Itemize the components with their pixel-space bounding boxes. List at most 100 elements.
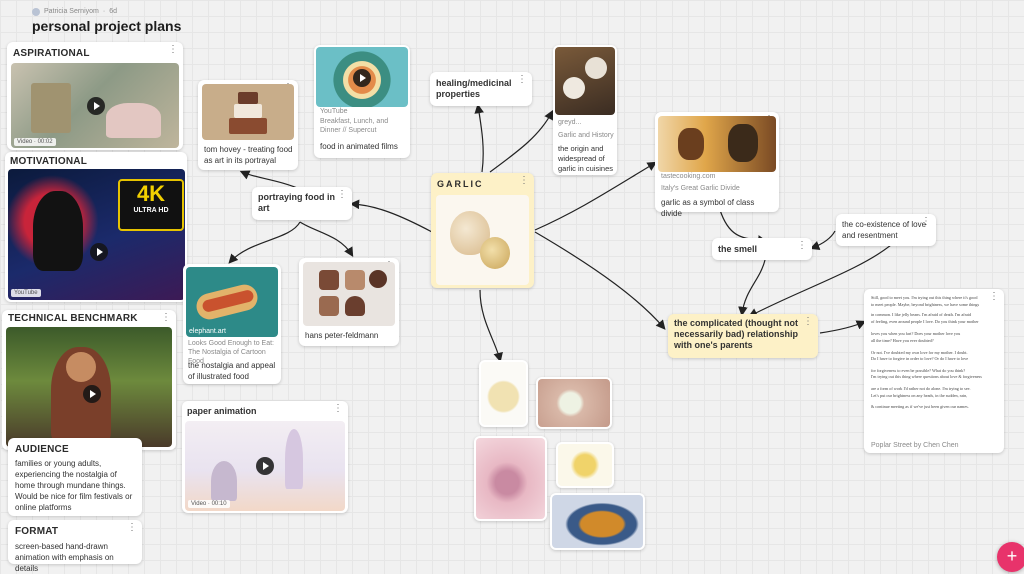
note-text: healing/medicinal properties <box>436 78 512 99</box>
card-format[interactable]: FORMAT ⋮ screen-based hand-drawn animati… <box>8 520 142 573</box>
card-title: AUDIENCE <box>15 444 69 455</box>
poem-line: all the time? Have you ever doubted? <box>871 337 934 343</box>
note-text: the nostalgia and appeal of illustrated … <box>188 361 276 381</box>
note-text: portraying food in art <box>258 192 335 213</box>
add-content-button[interactable]: + <box>997 542 1024 572</box>
garlic-illustration[interactable] <box>436 195 529 285</box>
video-duration: Video · 00:10 <box>188 500 230 508</box>
format-text: screen-based hand-drawn animation with e… <box>15 542 114 573</box>
poem-line: of feeling, even around people I love. D… <box>871 318 979 324</box>
source-label: YouTube <box>320 108 348 115</box>
card-title: MOTIVATIONAL <box>10 156 88 167</box>
ramen-video-thumbnail[interactable] <box>316 47 408 107</box>
note-text: tom hovey - treating food as art in its … <box>204 145 293 165</box>
photo-fried-garlic[interactable] <box>550 493 645 550</box>
photo-pink-garlic[interactable] <box>474 436 547 521</box>
photo-garlic-cloves[interactable] <box>556 442 614 488</box>
poem-line: are a form of work I'd rather not do alo… <box>871 385 971 391</box>
poem-text: Still, good to meet you. I'm trying out … <box>871 295 999 411</box>
note-text: food in animated films <box>320 142 398 151</box>
paper-animation-video-thumbnail[interactable]: Video · 00:10 <box>185 421 345 511</box>
card-poem-poplar-street[interactable]: ⋮ Still, good to meet you. I'm trying ou… <box>864 289 1004 453</box>
link-title: Garlic and History <box>558 132 614 139</box>
fried-garlic-image[interactable] <box>552 495 643 548</box>
card-technical-benchmark[interactable]: TECHNICAL BENCHMARK ⋮ <box>2 310 176 450</box>
play-icon[interactable] <box>256 457 274 475</box>
more-options-icon[interactable]: ⋮ <box>921 216 931 227</box>
card-audience[interactable]: AUDIENCE families or young adults, exper… <box>8 438 142 516</box>
card-food-in-animated-films[interactable]: ⋮ YouTube Breakfast, Lunch, and Dinner /… <box>314 45 410 158</box>
link-title: Looks Good Enough to Eat: The Nostalgia … <box>188 340 275 365</box>
link-title: Italy's Great Garlic Divide <box>661 185 740 192</box>
card-title: TECHNICAL BENCHMARK <box>8 313 138 324</box>
note-complicated-relationship[interactable]: ⋮ the complicated (thought not necessari… <box>668 314 818 358</box>
ultra-hd-label: ULTRA HD <box>133 207 169 214</box>
video-duration: Video · 00:02 <box>14 138 56 146</box>
avatar[interactable] <box>32 7 40 16</box>
more-options-icon[interactable]: ⋮ <box>333 403 343 414</box>
play-icon[interactable] <box>90 243 108 261</box>
more-options-icon[interactable]: ⋮ <box>337 189 347 200</box>
card-tom-hovey[interactable]: ⋮ tom hovey - treating food as art in it… <box>198 80 298 170</box>
cartoon-hotdog-image[interactable] <box>186 267 278 337</box>
board-title[interactable]: personal project plans <box>32 18 182 34</box>
more-options-icon[interactable]: ⋮ <box>127 522 137 533</box>
center-title: GARLIC <box>437 179 484 189</box>
garlic-photo[interactable] <box>555 47 615 115</box>
more-options-icon[interactable]: ⋮ <box>517 74 527 85</box>
link-title: Breakfast, Lunch, and Dinner // Supercut <box>320 118 389 134</box>
poem-line: Still, good to meet you. I'm trying out … <box>871 295 978 300</box>
author-name[interactable]: Patricia Serniyom <box>44 8 99 15</box>
note-text: the complicated (thought not necessarily… <box>674 318 799 350</box>
note-coexistence[interactable]: ⋮ the co-existence of love and resentmen… <box>836 214 936 246</box>
source-label: YouTube <box>11 289 41 297</box>
play-icon[interactable] <box>87 97 105 115</box>
more-options-icon[interactable]: ⋮ <box>519 175 529 186</box>
card-aspirational[interactable]: ASPIRATIONAL ⋮ Video · 00:02 <box>7 42 183 150</box>
cake-painting-image[interactable] <box>202 84 294 140</box>
more-options-icon[interactable]: ⋮ <box>803 316 813 327</box>
more-options-icon[interactable]: ⋮ <box>797 240 807 251</box>
chopped-garlic-image[interactable] <box>481 362 526 425</box>
poem-line: Do I have to forgive in order to love? O… <box>871 356 969 362</box>
class-divide-illustration[interactable] <box>658 116 776 172</box>
poem-line: to meet people. Maybe, beyond brightness… <box>871 301 980 307</box>
board-age: 6d <box>109 8 117 15</box>
poem-line: Or not. I've doubted my own love for my … <box>871 349 968 355</box>
photo-chopped-garlic[interactable] <box>479 360 528 427</box>
play-icon[interactable] <box>83 385 101 403</box>
card-nostalgia-cartoon-food[interactable]: ⋮ elephant.art Looks Good Enough to Eat:… <box>183 264 281 384</box>
photo-minced-garlic[interactable] <box>536 377 612 429</box>
poem-line: & continue meeting as if we've just been… <box>871 404 969 410</box>
note-portraying-food-in-art[interactable]: ⋮ portraying food in art <box>252 187 352 220</box>
card-motivational[interactable]: MOTIVATIONAL 4K ULTRA HD YouTube <box>5 152 187 302</box>
note-text: garlic as a symbol of class divide <box>661 198 755 218</box>
card-garlic-and-history[interactable]: ⋮ greyd... Garlic and History the origin… <box>553 45 617 175</box>
minced-garlic-image[interactable] <box>538 379 610 427</box>
poem-line: I'm trying out this thing where question… <box>871 374 982 380</box>
source-label: elephant.art <box>189 328 226 335</box>
garlic-center-note[interactable]: GARLIC ⋮ <box>431 173 534 288</box>
aspirational-video-thumbnail[interactable]: Video · 00:02 <box>11 63 179 148</box>
bread-artwork-image[interactable] <box>303 262 395 326</box>
more-options-icon[interactable]: ⋮ <box>168 44 178 55</box>
technical-benchmark-thumbnail[interactable] <box>6 327 172 447</box>
motivational-video-thumbnail[interactable]: 4K ULTRA HD YouTube <box>8 169 185 300</box>
card-title: FORMAT <box>15 526 59 537</box>
note-text: the origin and widespread of garlic in c… <box>558 144 614 173</box>
note-text: the co-existence of love and resentment <box>842 220 927 240</box>
note-healing-properties[interactable]: ⋮ healing/medicinal properties <box>430 72 532 106</box>
poem-line: for forgiveness to even be possible? Wha… <box>871 367 966 373</box>
board-meta: Patricia Serniyom · 6d <box>32 7 117 16</box>
card-paper-animation[interactable]: ⋮ paper animation Video · 00:10 <box>182 401 348 513</box>
pink-garlic-image[interactable] <box>476 438 545 519</box>
card-italys-garlic-divide[interactable]: ⋮ tastecooking.com Italy's Great Garlic … <box>655 112 779 218</box>
poem-line: loves you when you fart? Does your mothe… <box>871 331 961 337</box>
more-options-icon[interactable]: ⋮ <box>161 312 171 323</box>
note-the-smell[interactable]: ⋮ the smell <box>712 238 812 260</box>
card-hans-peter-feldmann[interactable]: ⋮ hans peter-feldmann <box>299 258 399 346</box>
play-icon[interactable] <box>353 69 371 87</box>
more-options-icon[interactable]: ⋮ <box>989 291 999 302</box>
garlic-cloves-image[interactable] <box>558 444 612 486</box>
poem-caption: Poplar Street by Chen Chen <box>871 442 959 449</box>
